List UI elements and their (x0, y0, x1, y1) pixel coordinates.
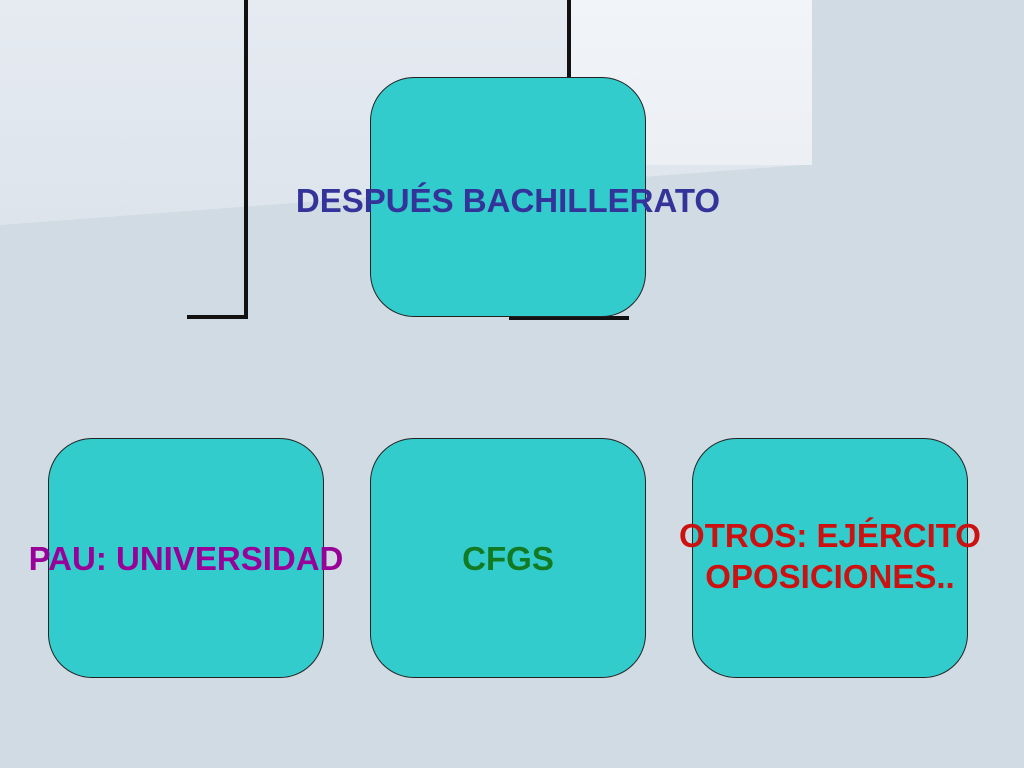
root-node-label-text: DESPUÉS BACHILLERATO (295, 182, 721, 219)
connector-line-center-vertical (567, 0, 571, 80)
child-node-box-pau (48, 438, 324, 678)
child-node-label-otros-line-2: OPOSICIONES.. (705, 558, 955, 595)
child-node-box-otros (692, 438, 968, 678)
connector-line-left-vertical (244, 0, 248, 318)
child-node-label-otros: OTROS: EJÉRCITO OPOSICIONES.. (640, 515, 1020, 597)
child-node-label-pau-line: PAU: UNIVERSIDAD (28, 540, 344, 577)
root-node-box (370, 77, 646, 317)
connector-line-left-horizontal (187, 315, 248, 319)
child-node-label-cfgs-line: CFGS (462, 540, 554, 577)
child-node-label-pau: PAU: UNIVERSIDAD (0, 538, 372, 579)
connector-line-center-horizontal (509, 316, 629, 320)
child-node-label-otros-line-1: OTROS: EJÉRCITO (679, 517, 981, 554)
child-node-label-cfgs: CFGS (370, 538, 646, 579)
root-node-label: DESPUÉS BACHILLERATO (208, 180, 808, 221)
child-node-box-cfgs (370, 438, 646, 678)
